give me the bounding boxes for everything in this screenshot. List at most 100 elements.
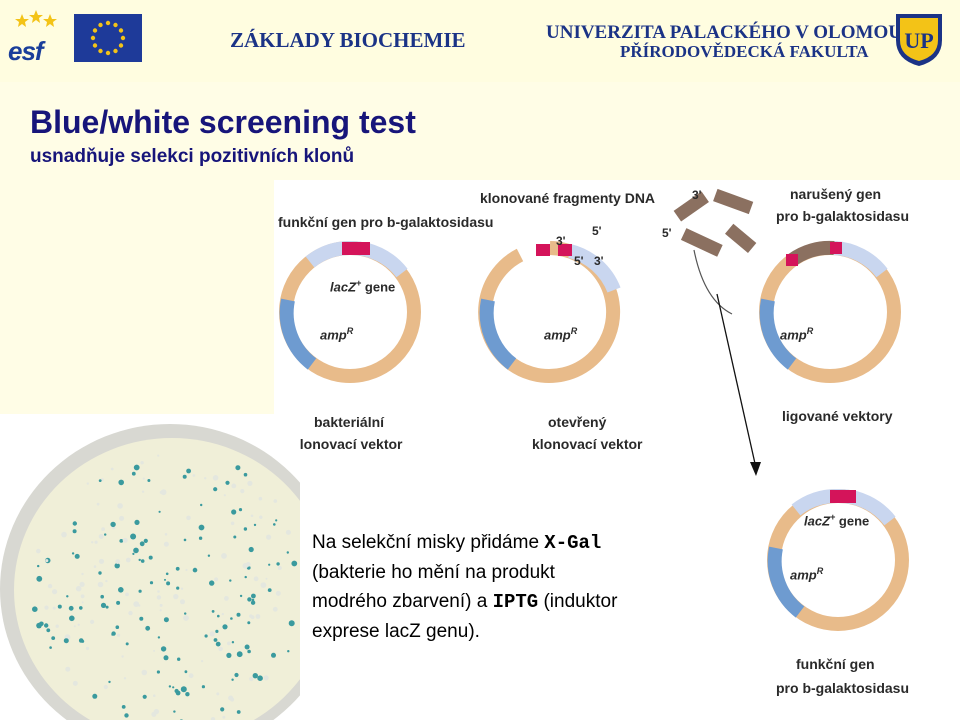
note-line-1: Na selekční misky přidáme X-Gal bbox=[312, 532, 602, 554]
colony bbox=[110, 467, 114, 471]
note-line-4: exprese lacZ genu). bbox=[312, 621, 480, 642]
colony bbox=[271, 652, 276, 658]
colony bbox=[201, 660, 204, 663]
colony bbox=[226, 652, 232, 658]
colony bbox=[221, 553, 227, 559]
colony bbox=[257, 675, 263, 681]
colony bbox=[94, 540, 98, 544]
colony bbox=[100, 602, 107, 608]
colony bbox=[247, 621, 251, 625]
plasmid-ligated-disrupted bbox=[759, 240, 901, 383]
colony bbox=[258, 496, 263, 501]
colony bbox=[204, 634, 208, 638]
colony bbox=[259, 515, 263, 519]
caption-bacterial-2: klonovací vektor bbox=[292, 436, 403, 452]
colony bbox=[236, 612, 241, 617]
colony bbox=[125, 557, 131, 563]
colony bbox=[123, 677, 127, 680]
colony bbox=[247, 480, 253, 486]
eu-flag-icon bbox=[74, 14, 142, 62]
colony bbox=[239, 594, 243, 598]
colony bbox=[198, 536, 203, 540]
colony bbox=[37, 564, 40, 568]
colony bbox=[159, 609, 162, 612]
colony bbox=[36, 548, 41, 554]
colony bbox=[227, 641, 231, 646]
colony bbox=[45, 559, 49, 563]
colony bbox=[253, 576, 259, 582]
colony bbox=[175, 690, 181, 696]
colony bbox=[186, 468, 192, 474]
colony bbox=[52, 589, 58, 595]
colony bbox=[61, 531, 67, 538]
colony bbox=[180, 587, 184, 590]
colony bbox=[291, 560, 298, 567]
colony bbox=[153, 649, 156, 652]
colony bbox=[286, 551, 289, 554]
slide-header: esf ZÁKLADY BIOCHEMIE UNIVERZITA PALACKÉ… bbox=[0, 0, 960, 83]
colony bbox=[253, 523, 257, 527]
label-disrupted-gene-1: narušený gen bbox=[790, 186, 882, 202]
colony bbox=[156, 670, 160, 674]
label-lacz-2: lacZ+ gene bbox=[804, 512, 870, 529]
colony bbox=[66, 595, 69, 598]
colony bbox=[103, 684, 108, 690]
eu-star bbox=[113, 48, 118, 54]
label-lacz-1: lacZ+ gene bbox=[330, 278, 396, 295]
colony bbox=[105, 579, 108, 583]
colony bbox=[243, 472, 248, 477]
caption-open-2: klonovací vektor bbox=[532, 436, 643, 452]
colony bbox=[156, 595, 162, 600]
colony bbox=[177, 657, 181, 661]
colony bbox=[71, 552, 75, 555]
colony bbox=[166, 581, 171, 586]
label-cloned-fragments: klonované fragmenty DNA bbox=[480, 190, 656, 206]
plasmid-bacterial-vector bbox=[279, 240, 421, 383]
colony bbox=[233, 535, 237, 539]
colony bbox=[69, 615, 75, 622]
caption-functional-2: pro b-galaktosidasu bbox=[776, 680, 910, 696]
colony bbox=[131, 471, 136, 476]
colony bbox=[111, 631, 116, 636]
colony bbox=[287, 650, 290, 653]
colony bbox=[238, 508, 243, 512]
colony bbox=[98, 479, 102, 482]
colony bbox=[223, 494, 226, 497]
colony bbox=[63, 638, 69, 644]
colony bbox=[125, 642, 129, 646]
colony bbox=[247, 649, 251, 654]
colony bbox=[119, 515, 125, 521]
colony bbox=[218, 646, 223, 652]
colony bbox=[176, 586, 180, 590]
colony bbox=[81, 572, 84, 576]
colony bbox=[183, 538, 187, 542]
colony bbox=[182, 474, 187, 479]
colony bbox=[275, 590, 281, 596]
colony bbox=[104, 533, 107, 536]
colony bbox=[247, 597, 252, 602]
colony bbox=[180, 686, 187, 693]
colony bbox=[230, 521, 235, 526]
colony bbox=[209, 580, 215, 586]
note-line-2: (bakterie ho mění na produkt bbox=[312, 562, 555, 583]
colony bbox=[93, 565, 97, 568]
colony bbox=[125, 592, 129, 597]
colony bbox=[236, 651, 243, 658]
colony bbox=[81, 601, 84, 604]
colony bbox=[115, 559, 121, 564]
dna-fragments bbox=[673, 188, 757, 257]
label-functional-gene-top: funkční gen pro b-galaktosidasu bbox=[278, 214, 494, 230]
colony bbox=[157, 590, 160, 593]
colony bbox=[145, 625, 151, 631]
colony bbox=[139, 616, 144, 621]
colony bbox=[185, 692, 190, 697]
colony bbox=[117, 503, 123, 509]
colony bbox=[80, 594, 85, 599]
colony bbox=[114, 563, 120, 569]
colony bbox=[57, 604, 62, 609]
page-title: Blue/white screening test bbox=[30, 104, 416, 140]
colony bbox=[72, 529, 77, 534]
colony bbox=[214, 577, 219, 582]
colony bbox=[222, 715, 226, 719]
colony bbox=[163, 617, 169, 623]
